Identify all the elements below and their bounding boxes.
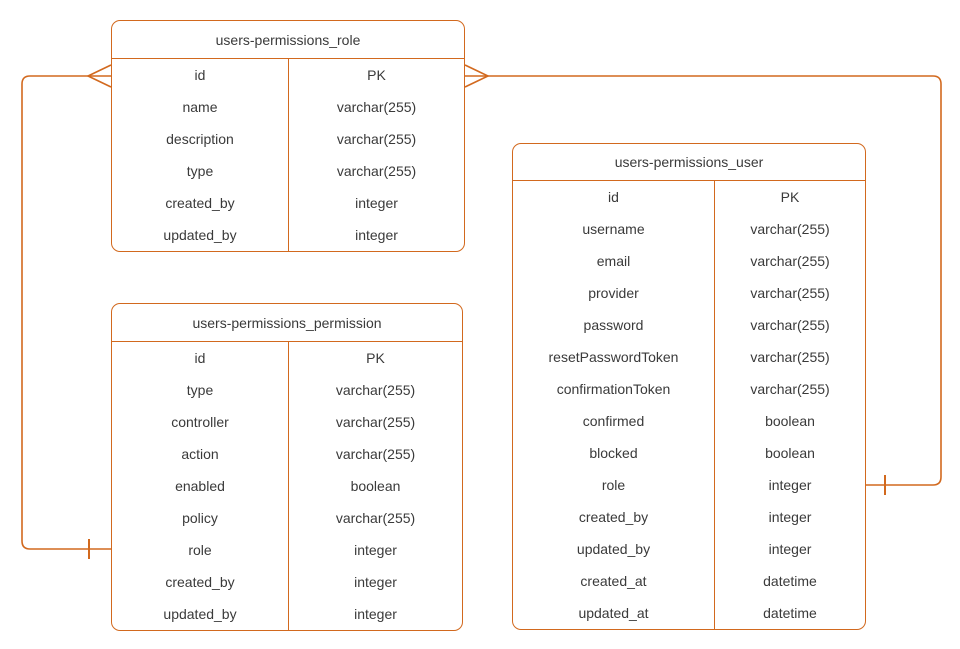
table-title: users-permissions_role xyxy=(112,21,464,59)
field-row: id PK xyxy=(513,181,865,213)
field-row: controller varchar(255) xyxy=(112,406,462,438)
field-name: policy xyxy=(112,502,289,534)
field-row: updated_by integer xyxy=(112,219,464,251)
field-name: name xyxy=(112,91,289,123)
field-row: provider varchar(255) xyxy=(513,277,865,309)
field-row: updated_at datetime xyxy=(513,597,865,629)
field-name: created_by xyxy=(112,187,289,219)
field-name: updated_by xyxy=(112,598,289,630)
field-row: action varchar(255) xyxy=(112,438,462,470)
field-row: email varchar(255) xyxy=(513,245,865,277)
field-name: type xyxy=(112,155,289,187)
field-type: integer xyxy=(354,574,397,590)
field-name: id xyxy=(112,59,289,91)
field-name: id xyxy=(112,342,289,374)
field-type: boolean xyxy=(765,413,815,429)
field-type: integer xyxy=(354,542,397,558)
field-row: enabled boolean xyxy=(112,470,462,502)
field-type: integer xyxy=(768,509,812,525)
field-type: integer xyxy=(355,227,398,243)
field-row: resetPasswordToken varchar(255) xyxy=(513,341,865,373)
field-row: type varchar(255) xyxy=(112,155,464,187)
field-row: created_by integer xyxy=(112,566,462,598)
field-name: type xyxy=(112,374,289,406)
field-name: resetPasswordToken xyxy=(513,341,715,373)
field-name: enabled xyxy=(112,470,289,502)
field-type: varchar(255) xyxy=(335,382,416,398)
table-title: users-permissions_user xyxy=(513,144,865,181)
field-row: created_by integer xyxy=(112,187,464,219)
field-name: blocked xyxy=(513,437,715,469)
field-type: integer xyxy=(768,541,812,557)
field-type: varchar(255) xyxy=(750,253,830,269)
field-type: varchar(255) xyxy=(335,414,416,430)
field-type: varchar(255) xyxy=(750,317,830,333)
field-row: password varchar(255) xyxy=(513,309,865,341)
field-name: action xyxy=(112,438,289,470)
field-name: updated_by xyxy=(112,219,289,251)
field-row: updated_by integer xyxy=(513,533,865,565)
field-type: varchar(255) xyxy=(336,131,417,147)
field-type: PK xyxy=(780,189,800,205)
field-row: username varchar(255) xyxy=(513,213,865,245)
field-type: datetime xyxy=(763,573,817,589)
field-type: varchar(255) xyxy=(750,349,830,365)
field-name: password xyxy=(513,309,715,341)
field-row: type varchar(255) xyxy=(112,374,462,406)
field-type: varchar(255) xyxy=(750,221,830,237)
field-type: datetime xyxy=(763,605,817,621)
field-type: varchar(255) xyxy=(336,99,417,115)
field-row: confirmed boolean xyxy=(513,405,865,437)
er-table-users-permissions-permission: users-permissions_permission id PK type … xyxy=(111,303,463,631)
field-row: created_by integer xyxy=(513,501,865,533)
field-name: description xyxy=(112,123,289,155)
field-type: integer xyxy=(354,606,397,622)
field-name: confirmationToken xyxy=(513,373,715,405)
field-type: boolean xyxy=(765,445,815,461)
relationship-role-permission-line xyxy=(21,75,111,550)
field-type: varchar(255) xyxy=(750,285,830,301)
field-row: role integer xyxy=(112,534,462,566)
field-row: id PK xyxy=(112,59,464,91)
field-name: confirmed xyxy=(513,405,715,437)
field-type: PK xyxy=(366,350,385,366)
field-name: created_by xyxy=(513,501,715,533)
table-title: users-permissions_permission xyxy=(112,304,462,342)
field-name: updated_by xyxy=(513,533,715,565)
field-type: varchar(255) xyxy=(336,163,417,179)
field-name: email xyxy=(513,245,715,277)
field-type: boolean xyxy=(350,478,401,494)
field-name: provider xyxy=(513,277,715,309)
field-row: policy varchar(255) xyxy=(112,502,462,534)
er-table-users-permissions-user: users-permissions_user id PK username va… xyxy=(512,143,866,630)
field-type: varchar(255) xyxy=(335,446,416,462)
crows-foot-many-icon xyxy=(464,64,490,88)
field-name: controller xyxy=(112,406,289,438)
er-table-users-permissions-role: users-permissions_role id PK name varcha… xyxy=(111,20,465,252)
field-row: confirmationToken varchar(255) xyxy=(513,373,865,405)
field-row: blocked boolean xyxy=(513,437,865,469)
field-type: varchar(255) xyxy=(750,381,830,397)
field-row: created_at datetime xyxy=(513,565,865,597)
crows-foot-many-icon xyxy=(86,64,112,88)
field-name: username xyxy=(513,213,715,245)
field-row: description varchar(255) xyxy=(112,123,464,155)
field-name: created_at xyxy=(513,565,715,597)
field-name: updated_at xyxy=(513,597,715,629)
field-name: role xyxy=(513,469,715,501)
field-type: integer xyxy=(768,477,812,493)
field-name: created_by xyxy=(112,566,289,598)
field-type: varchar(255) xyxy=(335,510,416,526)
field-row: name varchar(255) xyxy=(112,91,464,123)
field-row: updated_by integer xyxy=(112,598,462,630)
field-type: PK xyxy=(367,67,386,83)
field-name: role xyxy=(112,534,289,566)
field-row: role integer xyxy=(513,469,865,501)
field-type: integer xyxy=(355,195,398,211)
field-name: id xyxy=(513,181,715,213)
field-row: id PK xyxy=(112,342,462,374)
